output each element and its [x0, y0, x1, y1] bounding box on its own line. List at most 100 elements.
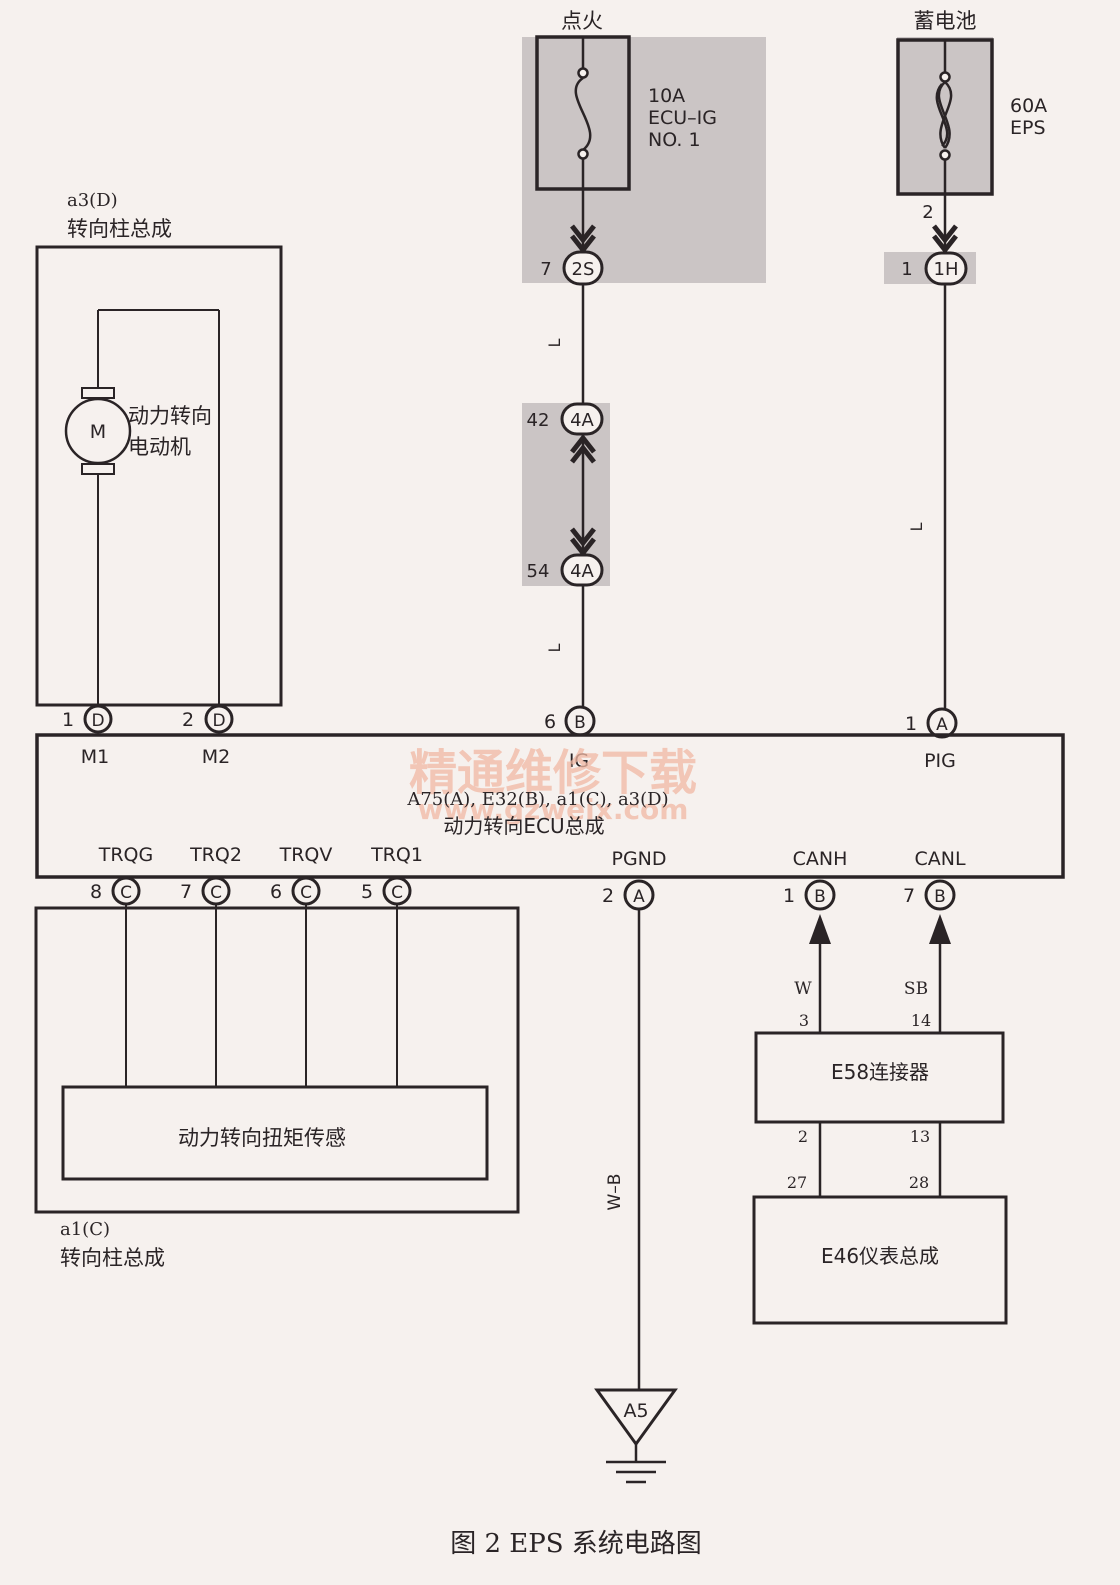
- wire-ig-upper-color: L: [545, 338, 564, 347]
- connector-canl-pin: 7: [903, 885, 915, 907]
- e58-pin-b-left: 2: [798, 1127, 808, 1146]
- watermark-title: 精通维修下载: [409, 745, 697, 801]
- figure-caption: 图 2 EPS 系统电路图: [450, 1529, 702, 1559]
- connector-trqg-pin: 8: [90, 881, 102, 903]
- wire-can: [818, 930, 942, 1197]
- connector-1H-id: 1H: [934, 259, 959, 280]
- connector-m1-pin: 1: [62, 709, 74, 731]
- arrow-2S-icon: [570, 224, 596, 255]
- wire-ig-lower-color: L: [545, 643, 564, 652]
- connector-pgnd-id: A: [633, 887, 645, 907]
- connector-canh-pin: 1: [783, 885, 795, 907]
- fuse-eps-icon: [935, 40, 953, 194]
- connector-4A-top: 4A: [560, 402, 604, 436]
- connector-trq1-pin: 5: [361, 881, 373, 903]
- e58-connector-name: E58连接器: [831, 1060, 929, 1084]
- arrow-1H-icon: [932, 224, 958, 255]
- connector-trq1: C: [382, 876, 412, 906]
- ecu-box: [35, 733, 1065, 879]
- connector-trq1-id: C: [391, 883, 403, 903]
- connector-m2-id: D: [212, 711, 225, 731]
- steering-column-c-box: [34, 906, 520, 1214]
- e58-pin-b-right: 13: [910, 1127, 930, 1146]
- ecu-name: 动力转向ECU总成: [443, 814, 604, 838]
- ecu-pin-trq2: TRQ2: [189, 844, 242, 866]
- connector-4A-bottom-id: 4A: [570, 561, 594, 582]
- arrow-canl-icon: [929, 914, 951, 944]
- connector-canl: B: [924, 879, 956, 911]
- connector-trq2: C: [201, 876, 231, 906]
- connector-2S-id: 2S: [572, 259, 595, 280]
- ground-icon: A5: [594, 1388, 678, 1484]
- connector-4A-top-pin: 42: [527, 410, 550, 431]
- fuse-eps-name: EPS: [1010, 117, 1046, 139]
- e58-connector-box: [754, 1031, 1005, 1124]
- wire-canl-color: SB: [904, 979, 928, 999]
- connector-pig-pin: 1: [905, 713, 917, 735]
- fuse-eps-rating: 60A: [1010, 95, 1047, 117]
- steering-column-c-code: a1(C): [60, 1219, 110, 1240]
- ecu-pin-pgnd: PGND: [611, 848, 666, 870]
- ecu-pin-m2: M2: [202, 746, 230, 768]
- connector-m2: D: [204, 704, 234, 734]
- connector-canh-id: B: [814, 887, 826, 907]
- watermark-url: www.gzweix.com: [418, 793, 689, 826]
- ecu-pin-pig: PIG: [924, 750, 956, 772]
- ecu-pin-canl: CANL: [914, 848, 965, 870]
- fuse-ecu-ig-icon: [574, 37, 592, 189]
- connector-ig-pin: 6: [544, 711, 556, 733]
- ground-point-label: A5: [623, 1400, 648, 1422]
- e46-meter-name: E46仪表总成: [821, 1244, 939, 1268]
- battery-source-label: 蓄电池: [914, 9, 977, 33]
- ecu-pin-ig: IG: [569, 750, 589, 772]
- fuse-ecu-ig-name: ECU–IG: [648, 107, 717, 129]
- connector-2S: 2S: [562, 250, 604, 286]
- e58-pin-sb: 14: [911, 1011, 931, 1030]
- connector-pgnd: A: [623, 879, 655, 911]
- ecu-connector-codes: A75(A), E32(B), a1(C), a3(D): [406, 789, 668, 810]
- fuse-ecu-ig-rating: 10A: [648, 85, 685, 107]
- e58-pin-w: 3: [799, 1011, 809, 1030]
- wire-canh-color: W: [794, 979, 812, 999]
- fuse-eps-wire-pin: 2: [922, 202, 933, 223]
- connector-pig-id: A: [936, 715, 948, 735]
- connector-pig: A: [926, 707, 958, 739]
- motor-icon: M: [64, 387, 132, 475]
- e46-pin-right: 28: [909, 1173, 929, 1192]
- connector-ig-id: B: [574, 713, 586, 733]
- connector-2S-pin: 7: [540, 259, 551, 280]
- torque-sensor-wiring: [125, 905, 398, 1087]
- e46-meter-box: [752, 1195, 1008, 1325]
- ignition-source-label: 点火: [561, 9, 603, 33]
- steering-column-d-box: [35, 245, 283, 707]
- connector-1H-pin: 1: [901, 259, 912, 280]
- connector-m1: D: [83, 704, 113, 734]
- connector-4A-top-id: 4A: [570, 410, 594, 431]
- ecu-pin-canh: CANH: [793, 848, 848, 870]
- connector-canh: B: [804, 879, 836, 911]
- connector-trqv: C: [291, 876, 321, 906]
- connector-trq2-id: C: [210, 883, 222, 903]
- connector-trqg-id: C: [120, 883, 132, 903]
- connector-4A-bottom-pin: 54: [527, 561, 550, 582]
- connector-trqg: C: [111, 876, 141, 906]
- arrow-4A-pair-icon: [570, 433, 596, 558]
- e46-pin-left: 27: [787, 1173, 807, 1192]
- motor-wiring: [97, 309, 220, 706]
- motor-label-line1: 动力转向: [128, 404, 212, 428]
- connector-ig: B: [564, 705, 596, 737]
- steering-column-d-name: 转向柱总成: [67, 217, 172, 241]
- connector-m1-id: D: [91, 711, 104, 731]
- ecu-pin-trq1: TRQ1: [370, 844, 423, 866]
- connector-trq2-pin: 7: [180, 881, 192, 903]
- torque-sensor-box: [61, 1085, 489, 1181]
- shade-connector-4A: [522, 403, 610, 586]
- torque-sensor-name: 动力转向扭矩传感: [178, 1126, 346, 1150]
- connector-m2-pin: 2: [182, 709, 194, 731]
- wire-ground-color: W–B: [605, 1174, 625, 1211]
- connector-1H: 1H: [924, 251, 968, 286]
- fuse-ecu-ig-no: NO. 1: [648, 129, 701, 151]
- ecu-pin-trqv: TRQV: [279, 844, 333, 866]
- arrow-canh-icon: [809, 914, 831, 944]
- shade-fuse-ecu-ig: [522, 37, 766, 283]
